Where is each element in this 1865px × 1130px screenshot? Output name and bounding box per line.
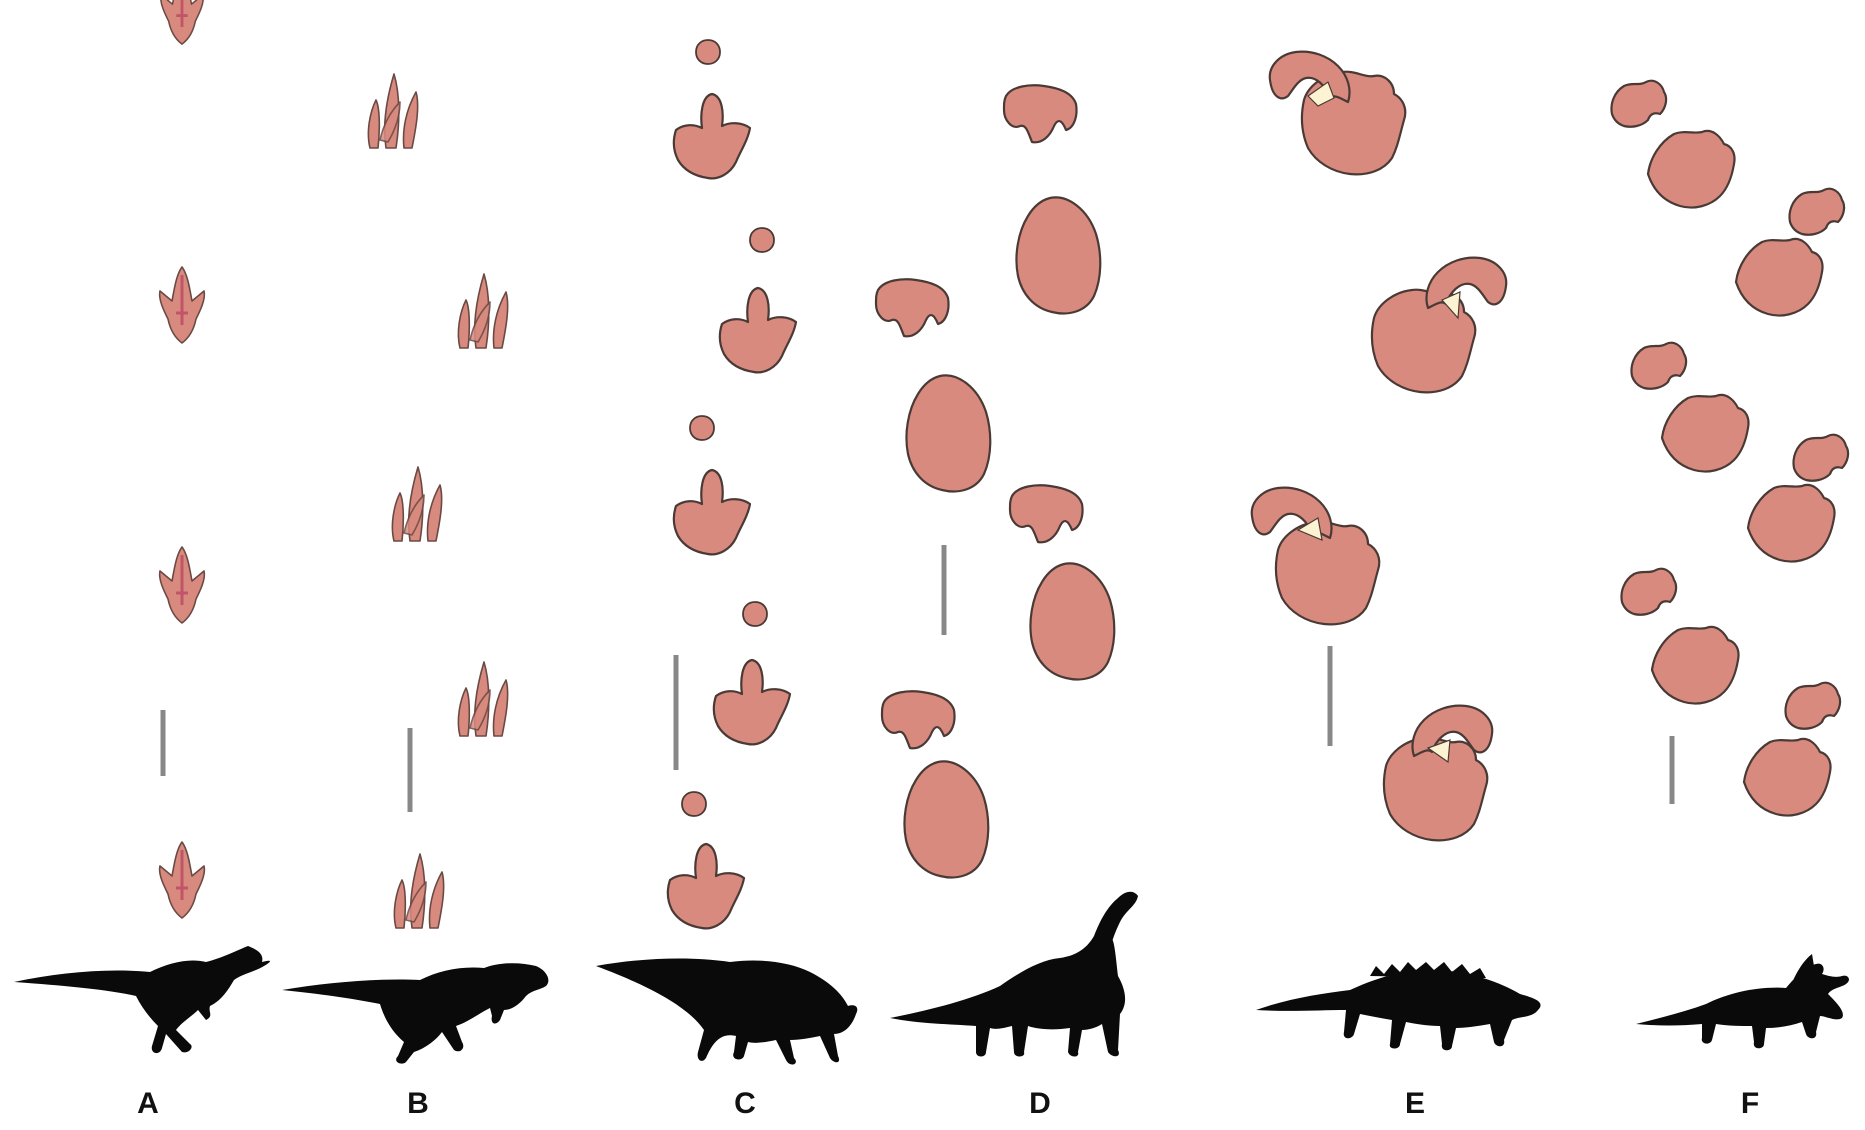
label-f: F — [1741, 1087, 1759, 1120]
trackway-c — [668, 40, 796, 928]
trackway-b — [368, 74, 507, 928]
trackway-e — [1252, 52, 1506, 841]
silhouette-f-ceratopsian — [1636, 954, 1849, 1048]
label-d: D — [1029, 1087, 1051, 1120]
label-b: B — [407, 1087, 429, 1120]
silhouette-e-ankylosaur — [1256, 962, 1541, 1050]
trackway-a — [160, 0, 205, 918]
silhouette-b-theropod — [282, 963, 548, 1063]
silhouette-d-sauropod — [890, 892, 1138, 1057]
trackway-d — [876, 85, 1114, 877]
silhouette-c-ornithopod — [596, 959, 857, 1065]
label-e: E — [1405, 1087, 1425, 1120]
label-a: A — [137, 1087, 159, 1120]
label-c: C — [734, 1087, 756, 1120]
silhouette-a-theropod — [14, 946, 270, 1053]
trackway-f — [1612, 81, 1849, 816]
